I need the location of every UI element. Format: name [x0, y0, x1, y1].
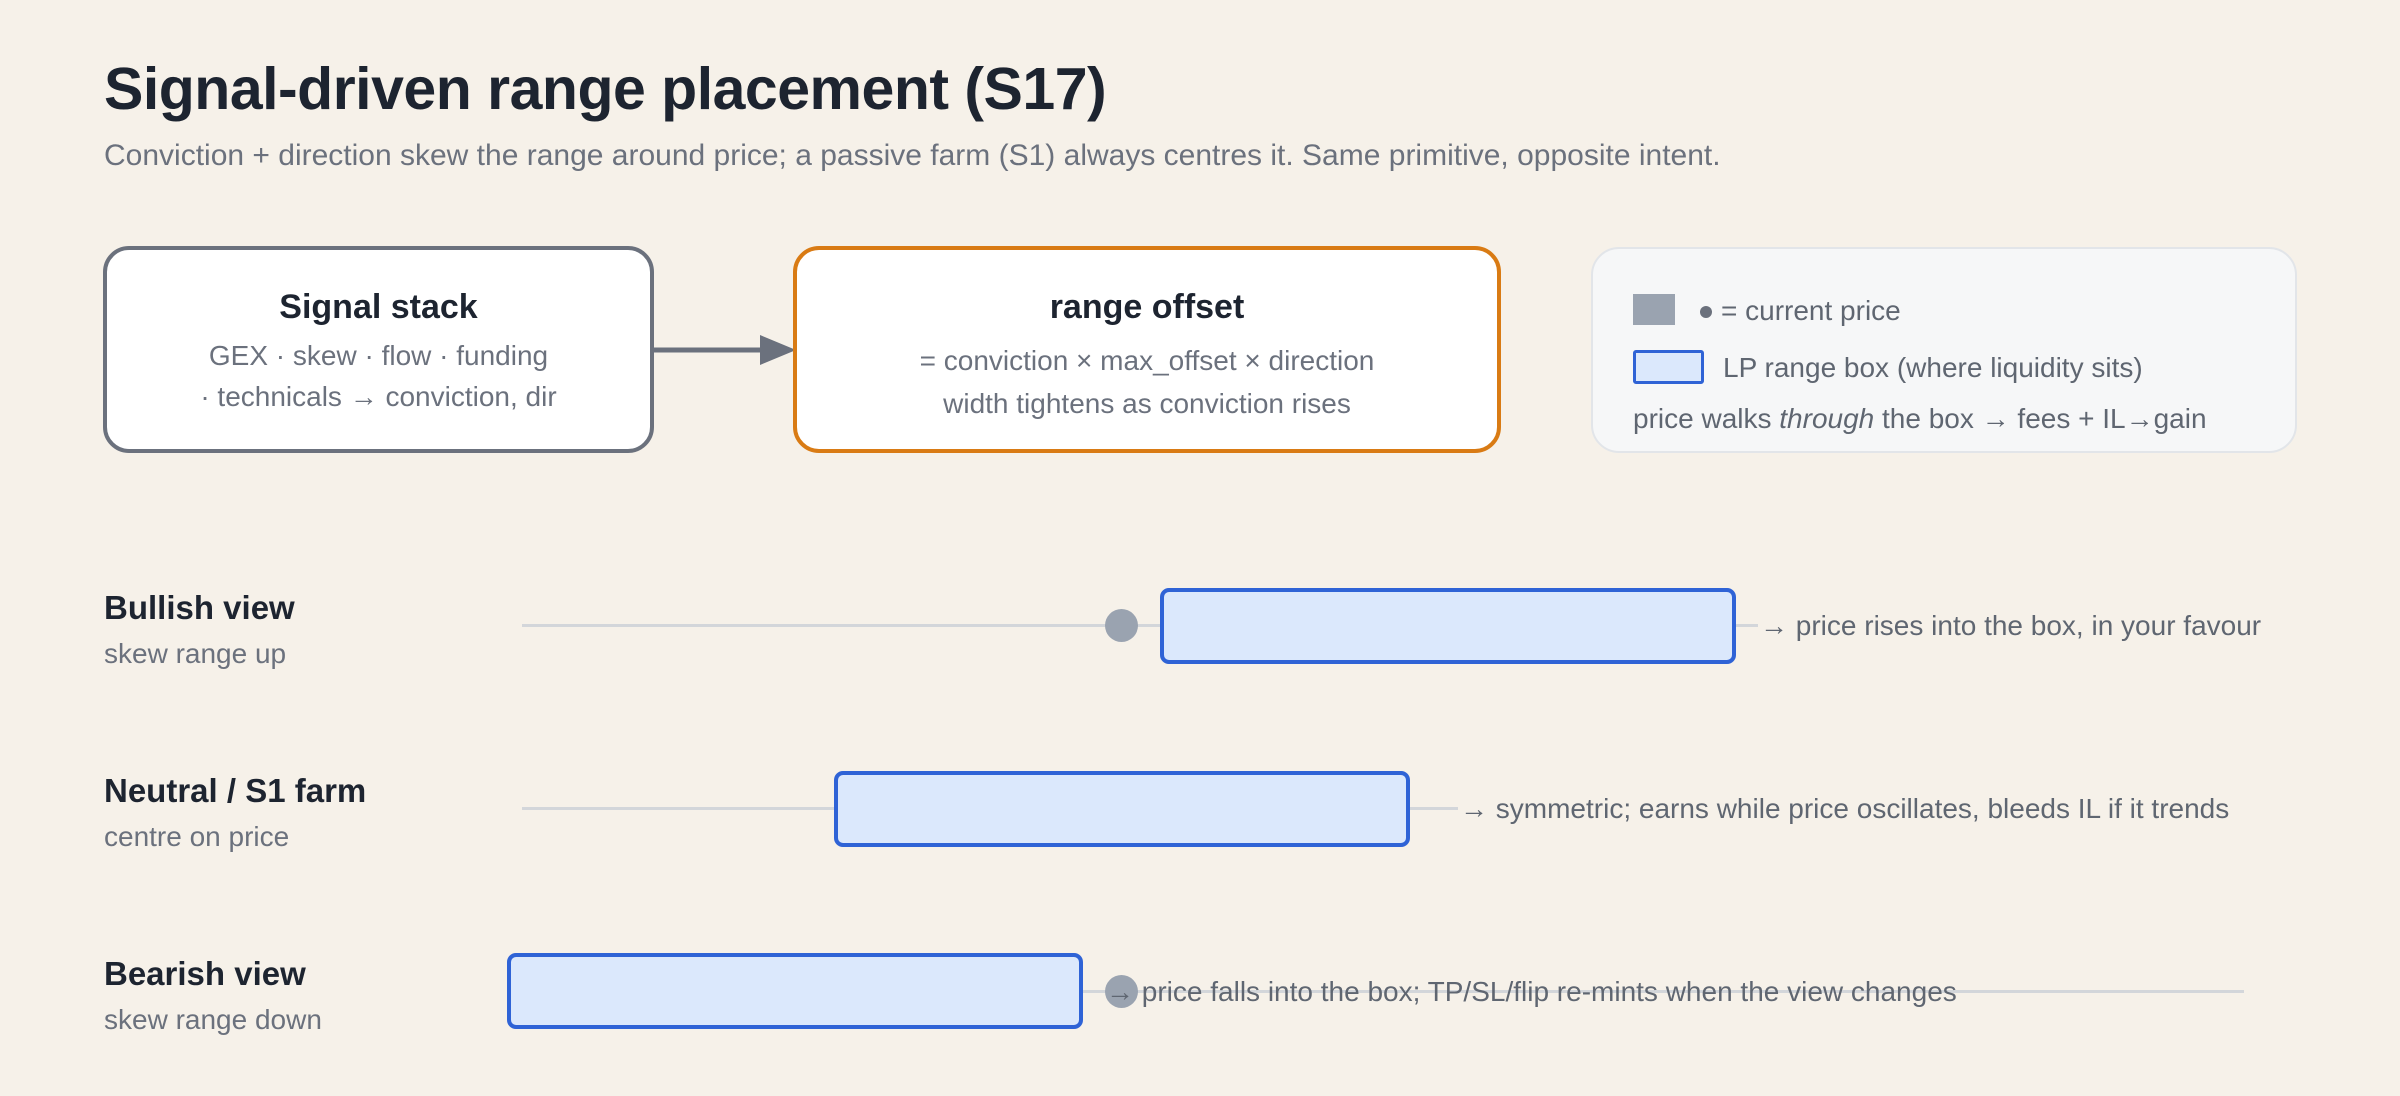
legend-price-dot-icon	[1700, 306, 1712, 318]
bullish-current-price-dot	[1105, 609, 1138, 642]
legend-note-end: the box → fees + IL→gain	[1874, 403, 2207, 434]
bullish-row-sublabel: skew range up	[104, 638, 287, 669]
neutral-row-note: → symmetric; earns while price oscillate…	[1460, 793, 2230, 824]
legend-panel: = current price LP range box (where liqu…	[1591, 247, 2297, 453]
bullish-row-note: → price rises into the box, in your favo…	[1760, 610, 2262, 641]
bearish-row-sublabel: skew range down	[104, 1004, 322, 1035]
page-title: Signal-driven range placement (S17)	[104, 56, 1107, 122]
range-offset-title: range offset	[1049, 288, 1245, 326]
legend-note: price walks through the box → fees + IL→…	[1633, 399, 2207, 439]
neutral-row-sublabel: centre on price	[104, 821, 290, 852]
signal-stack-line-2: · technicals → conviction, dir	[200, 381, 557, 412]
bullish-price-track	[522, 624, 1758, 627]
legend-note-start: price walks	[1633, 403, 1780, 434]
flow-arrow	[652, 335, 796, 365]
legend-price-label: = current price	[1721, 295, 1901, 326]
neutral-row-label: Neutral / S1 farm	[104, 772, 367, 809]
page-subtitle: Conviction + direction skew the range ar…	[104, 139, 1721, 172]
bullish-row-label: Bullish view	[104, 589, 295, 626]
bullish-lp-range-box	[1160, 588, 1736, 664]
range-offset-formula: = conviction × max_offset × direction	[919, 345, 1375, 376]
legend-range-box-label: LP range box (where liquidity sits)	[1723, 352, 2143, 383]
bearish-row-label: Bearish view	[104, 955, 306, 992]
signal-stack-line-1: GEX · skew · flow · funding	[208, 340, 549, 371]
range-offset-note: width tightens as conviction rises	[943, 388, 1351, 419]
bearish-price-track	[1082, 990, 2244, 993]
neutral-lp-range-box	[834, 771, 1410, 847]
legend-grey-swatch	[1633, 294, 1675, 325]
legend-range-box-swatch	[1633, 350, 1704, 384]
signal-stack-title: Signal stack	[279, 288, 478, 326]
bearish-lp-range-box	[507, 953, 1083, 1029]
legend-note-emphasis: through	[1779, 403, 1875, 434]
bearish-current-price-dot	[1105, 975, 1138, 1008]
signal-stack-card: Signal stack GEX · skew · flow · funding…	[103, 246, 654, 453]
bearish-row-note: → price falls into the box; TP/SL/flip r…	[1106, 976, 1957, 1007]
range-offset-card: range offset = conviction × max_offset ×…	[793, 246, 1501, 453]
